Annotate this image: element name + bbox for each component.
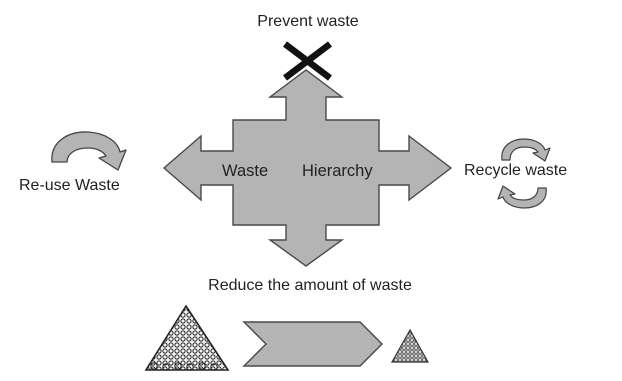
center-label-waste: Waste	[222, 162, 268, 180]
recycle-arrows-icon	[497, 138, 551, 209]
right-label: Recycle waste	[464, 162, 567, 179]
top-label: Prevent waste	[257, 13, 358, 30]
bottom-label: Reduce the amount of waste	[208, 277, 412, 294]
center-label-hierarchy: Hierarchy	[302, 162, 373, 180]
curved-arrow-icon	[51, 131, 127, 171]
small-waste-pile-icon	[390, 328, 430, 363]
cross-icon	[283, 41, 332, 81]
large-waste-pile-icon	[144, 304, 230, 371]
left-label: Re-use Waste	[19, 177, 120, 194]
hierarchy-cross-arrow	[162, 69, 453, 267]
chevron-arrow-icon	[242, 321, 383, 367]
